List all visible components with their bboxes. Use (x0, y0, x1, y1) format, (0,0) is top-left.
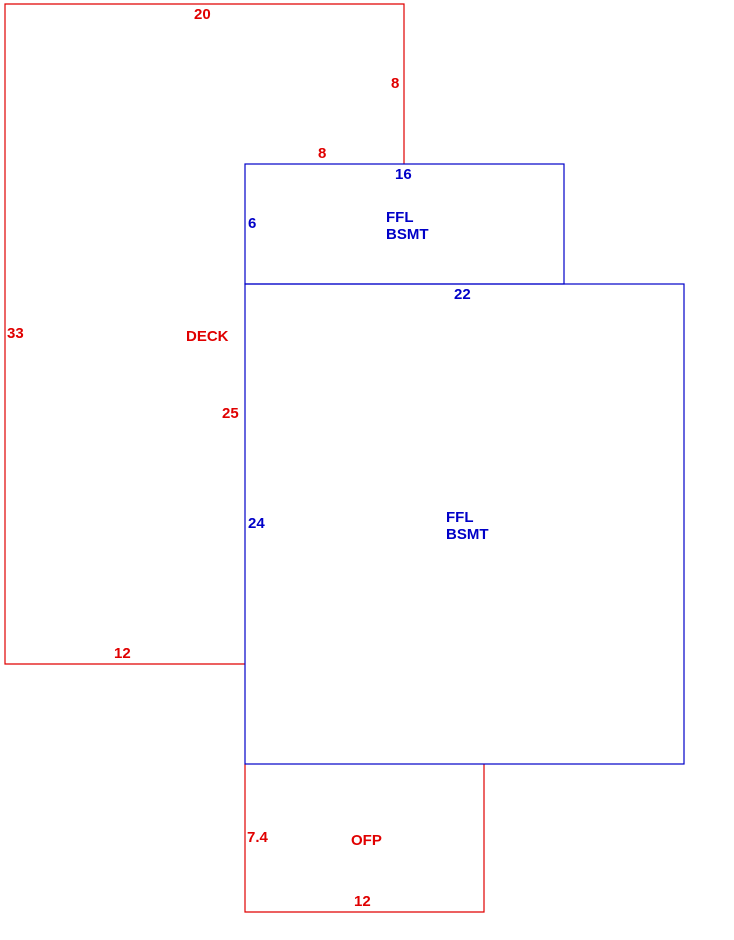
deck-dim-left: 33 (7, 325, 24, 342)
deck-dim-top: 20 (194, 6, 211, 23)
upper-block-label-line1: FFL (386, 209, 414, 226)
main-block-outline (244, 283, 685, 765)
ofp-outline (244, 764, 485, 913)
upper-block-dim-left: 6 (248, 215, 256, 232)
deck-dim-bottom: 12 (114, 645, 131, 662)
deck-dim-right-upper: 8 (391, 75, 399, 92)
deck-dim-step: 8 (318, 145, 326, 162)
main-block-label-line1: FFL (446, 509, 474, 526)
ofp-dim-bottom: 12 (354, 893, 371, 910)
ofp-dim-left: 7.4 (247, 829, 269, 846)
upper-block-dim-top: 16 (395, 166, 412, 183)
main-block-label-line2: BSMT (446, 526, 489, 543)
main-block-dim-top: 22 (454, 286, 471, 303)
main-block-dim-left: 24 (248, 515, 265, 532)
deck-outline (4, 3, 405, 665)
upper-block-label-line2: BSMT (386, 226, 429, 243)
ofp-label: OFP (351, 832, 382, 849)
deck-dim-inner: 25 (222, 405, 239, 422)
deck-label: DECK (186, 328, 229, 345)
